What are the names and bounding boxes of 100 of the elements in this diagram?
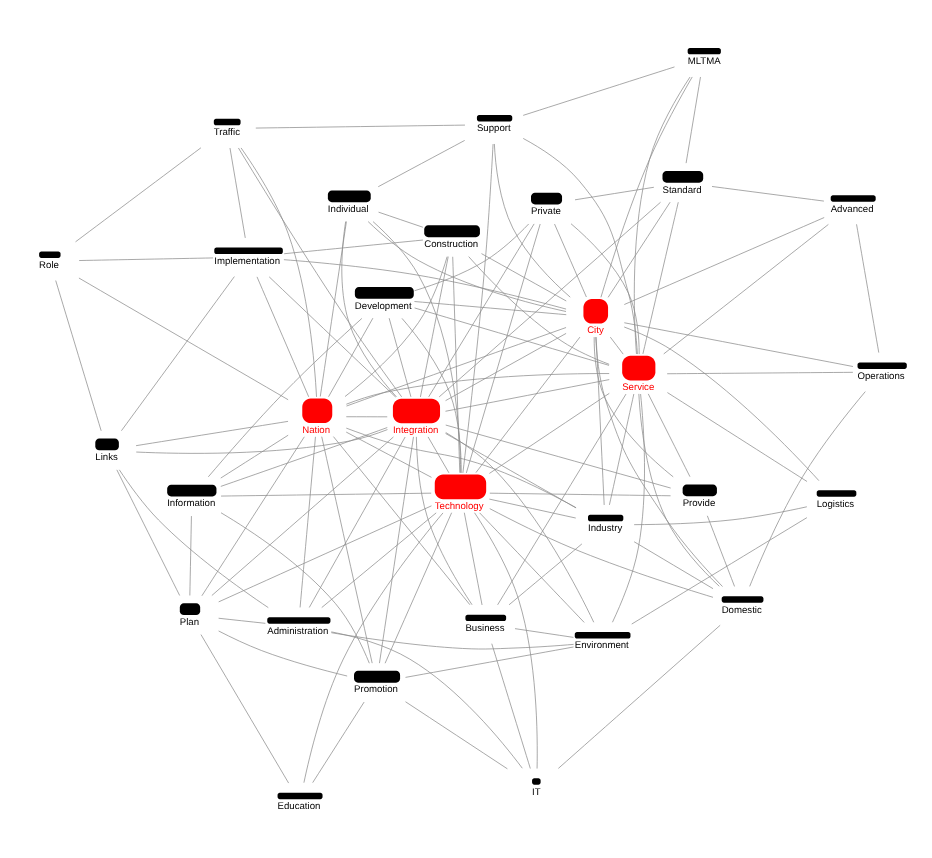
node-box: [392, 397, 441, 423]
node-box: [622, 354, 656, 380]
node-box: [816, 489, 857, 496]
connector: [218, 629, 348, 676]
connector: [633, 75, 691, 354]
connector: [344, 255, 448, 396]
connector: [631, 516, 808, 624]
connector: [388, 316, 412, 397]
connector: [647, 392, 691, 477]
connector: [642, 200, 679, 354]
connector: [299, 435, 316, 607]
connector: [345, 415, 388, 417]
node-box: [167, 483, 217, 496]
connector: [416, 435, 473, 605]
connector: [378, 210, 424, 227]
connector: [711, 185, 825, 201]
connector: [229, 146, 246, 238]
connector: [384, 511, 452, 663]
node-box: [39, 250, 61, 257]
connector: [445, 378, 610, 411]
connector: [595, 335, 605, 505]
connector: [256, 275, 310, 397]
connector: [489, 391, 610, 473]
connector: [218, 616, 266, 623]
connector: [445, 431, 595, 622]
connector: [663, 223, 829, 354]
connector: [420, 255, 449, 397]
connector: [321, 511, 437, 607]
connector: [308, 435, 406, 607]
connector: [319, 220, 347, 396]
connector: [463, 511, 483, 605]
connector: [427, 435, 450, 473]
node-box: [354, 286, 414, 298]
connector: [330, 631, 574, 649]
connector: [609, 335, 624, 354]
connector: [328, 316, 374, 397]
connector: [200, 633, 289, 783]
connector: [607, 200, 671, 297]
node-box: [277, 791, 323, 799]
connector: [667, 391, 808, 481]
connector: [593, 335, 674, 477]
connector: [220, 511, 370, 663]
connector: [189, 514, 192, 595]
connector: [666, 370, 854, 374]
connector: [367, 220, 567, 311]
connector: [345, 426, 577, 508]
connector: [78, 256, 214, 260]
connector: [135, 420, 289, 446]
connector: [201, 435, 305, 596]
connector: [452, 255, 461, 473]
connector: [118, 468, 269, 607]
connector: [379, 435, 414, 663]
connector: [623, 216, 825, 304]
connector: [238, 146, 403, 397]
connector: [207, 317, 363, 477]
connector: [570, 222, 640, 354]
node-box: [476, 114, 513, 121]
connector: [283, 238, 424, 254]
node-box: [434, 473, 487, 499]
connector: [481, 252, 567, 301]
connector: [445, 423, 672, 488]
node-box: [424, 224, 480, 237]
connector: [489, 497, 577, 518]
connector: [574, 185, 655, 200]
connector: [333, 435, 471, 605]
connector: [489, 507, 714, 597]
node-box: [574, 631, 631, 638]
connector: [612, 392, 645, 622]
connector: [414, 222, 530, 291]
connector: [475, 335, 581, 472]
connector: [428, 222, 535, 397]
connector: [255, 123, 466, 128]
connector: [600, 75, 693, 297]
connector: [121, 275, 235, 431]
connector: [554, 222, 587, 297]
connector: [345, 430, 432, 477]
connector: [211, 435, 394, 595]
connector: [220, 426, 388, 486]
connector: [401, 317, 462, 473]
connector: [623, 321, 854, 366]
node-box: [213, 117, 241, 125]
node-box: [179, 602, 201, 615]
connector: [405, 645, 574, 677]
node-box: [721, 595, 764, 602]
node-box: [214, 246, 283, 254]
connector: [508, 542, 583, 605]
node-box: [327, 189, 371, 202]
connector: [445, 332, 567, 400]
connector: [55, 279, 102, 431]
node-box: [531, 191, 563, 204]
connector: [558, 623, 721, 768]
connector: [372, 220, 462, 473]
connector: [312, 700, 365, 783]
connector: [303, 511, 444, 783]
node-box: [857, 361, 907, 368]
connector: [633, 540, 714, 589]
connector: [685, 75, 701, 163]
connector: [220, 491, 432, 496]
connector: [346, 326, 567, 406]
connector: [749, 390, 866, 586]
